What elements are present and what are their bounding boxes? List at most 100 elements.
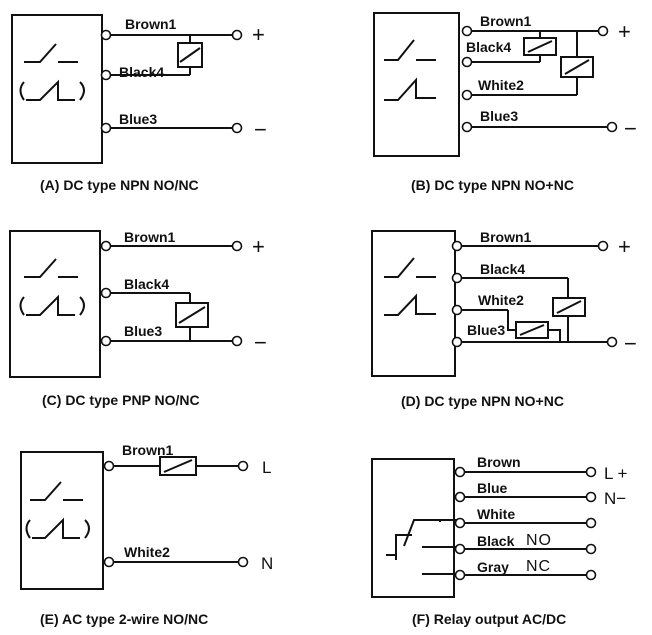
- terminal-dot: [461, 56, 473, 68]
- nc-switch-symbol-c: [19, 294, 85, 316]
- terminal-dot: [100, 335, 112, 347]
- caption-b: (B) DC type NPN NO+NC: [411, 177, 574, 193]
- terminal-dot: [585, 466, 597, 478]
- caption-c: (C) DC type PNP NO/NC: [42, 392, 200, 408]
- wire-label: Brown: [477, 454, 521, 470]
- wire-label: Brown1: [480, 13, 532, 29]
- terminal-label: +: [252, 234, 265, 259]
- terminal-dot: [597, 25, 609, 37]
- wire-label: Black4: [124, 276, 169, 292]
- contact-label-nc: NC: [526, 558, 551, 575]
- panel-f: Brown Blue White Black Gray NO NC L + N−…: [371, 454, 628, 627]
- terminal-dot: [103, 556, 115, 568]
- terminal-dot: [237, 556, 249, 568]
- terminal-dot: [597, 240, 609, 252]
- terminal-label: N−: [604, 489, 626, 508]
- wire-label: Gray: [477, 559, 509, 575]
- relay-load-slash: [556, 300, 582, 314]
- terminal-dot: [454, 543, 466, 555]
- terminal-label: L: [262, 458, 271, 477]
- wire-label: Blue3: [480, 108, 518, 124]
- wire-label: White: [477, 506, 515, 522]
- terminal-dot: [451, 304, 463, 316]
- terminal-dot: [606, 336, 618, 348]
- relay-load-slash: [527, 40, 553, 53]
- terminal-label: −: [624, 331, 637, 356]
- terminal-dot: [451, 336, 463, 348]
- terminal-label: L +: [604, 464, 628, 483]
- caption-a: (A) DC type NPN NO/NC: [40, 177, 199, 193]
- terminal-dot: [100, 287, 112, 299]
- terminal-dot: [231, 335, 243, 347]
- load1-return-d: [548, 329, 561, 342]
- terminal-label: +: [618, 19, 631, 44]
- terminal-label: N: [261, 554, 273, 573]
- nc-switch-symbol-d: [384, 293, 436, 316]
- terminal-dot: [454, 517, 466, 529]
- wire-label: Blue3: [467, 322, 505, 338]
- no-switch-symbol-a: [24, 43, 78, 63]
- terminal-dot: [585, 543, 597, 555]
- terminal-label: +: [618, 234, 631, 259]
- terminal-dot: [454, 466, 466, 478]
- terminal-dot: [100, 69, 112, 81]
- terminal-label: −: [254, 117, 267, 142]
- terminal-dot: [461, 25, 473, 37]
- wire-label: Blue3: [124, 323, 162, 339]
- wire-label: Blue: [477, 480, 508, 496]
- terminal-dot: [103, 460, 115, 472]
- contact-label-no: NO: [526, 532, 552, 549]
- terminal-dot: [100, 29, 112, 41]
- wire-label: Black4: [119, 64, 164, 80]
- wire-label: Black4: [466, 39, 511, 55]
- terminal-dot: [585, 517, 597, 529]
- panel-c: Brown1 Black4 Blue3 + − (C) DC type PNP …: [9, 229, 267, 408]
- nc-switch-symbol-b: [384, 77, 436, 101]
- terminal-dot: [231, 240, 243, 252]
- terminal-dot: [451, 240, 463, 252]
- terminal-dot: [454, 569, 466, 581]
- panel-e: Brown1 White2 L N (E) AC type 2-wire NO/…: [20, 442, 273, 627]
- terminal-dot: [100, 122, 112, 134]
- relay-load-slash: [564, 59, 590, 75]
- terminal-label: −: [254, 330, 267, 355]
- terminal-dot: [237, 460, 249, 472]
- wire-label: Black4: [480, 261, 525, 277]
- nc-switch-symbol-e: [25, 517, 90, 539]
- relay-load-slash-e: [163, 459, 193, 473]
- no-switch-symbol-b: [384, 39, 436, 61]
- terminal-label: −: [624, 116, 637, 141]
- terminal-dot: [231, 122, 243, 134]
- nc-switch-symbol-a: [19, 79, 85, 101]
- terminal-dot: [231, 29, 243, 41]
- wire-label: Blue3: [119, 111, 157, 127]
- wire-label: Brown1: [480, 229, 532, 245]
- terminal-dot: [606, 121, 618, 133]
- wire-label: White2: [124, 544, 170, 560]
- no-switch-symbol-c: [24, 258, 78, 278]
- terminal-dot: [454, 491, 466, 503]
- sensor-body-c: [9, 230, 101, 378]
- terminal-dot: [461, 121, 473, 133]
- terminal-dot: [461, 89, 473, 101]
- terminal-dot: [585, 491, 597, 503]
- relay-load-slash: [519, 324, 545, 336]
- wire-label: White2: [478, 292, 524, 308]
- panel-a: Brown1 Black4 Blue3 + − (A) DC type NPN …: [11, 14, 267, 193]
- relay-load-slash-c: [178, 306, 206, 324]
- caption-d: (D) DC type NPN NO+NC: [401, 393, 564, 409]
- panel-d: Brown1 Black4 White2 Blue3 + − (D) DC ty…: [371, 229, 637, 409]
- no-switch-symbol-d: [384, 257, 436, 278]
- terminal-label: +: [252, 22, 265, 47]
- wire-label: White2: [478, 77, 524, 93]
- wire-label: Brown1: [125, 16, 177, 32]
- wire-label: Black: [477, 533, 515, 549]
- caption-f: (F) Relay output AC/DC: [412, 611, 566, 627]
- wire-label: Brown1: [122, 442, 174, 458]
- relay-load-slash-a: [179, 47, 201, 63]
- panel-b: Brown1 Black4 White2 Blue3 + − (B) DC ty…: [373, 12, 637, 193]
- terminal-dot: [451, 272, 463, 284]
- load1-lead-d: [507, 310, 516, 331]
- caption-e: (E) AC type 2-wire NO/NC: [40, 611, 208, 627]
